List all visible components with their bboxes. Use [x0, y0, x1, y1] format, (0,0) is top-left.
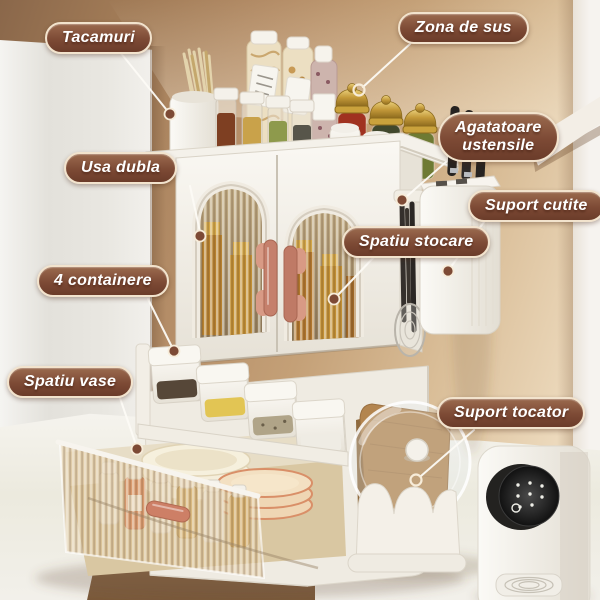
callout-text-line1: Agatatoare [455, 119, 542, 136]
top-shelf-items [169, 30, 438, 180]
leader-containere [147, 298, 173, 348]
callout-text-line2: ustensile [462, 136, 535, 154]
power-button-icon [511, 503, 521, 513]
leader-agatatoare [405, 161, 447, 198]
callout-spatiu-stocare: Spatiu stocare [342, 226, 491, 258]
leader-usa-dubla [189, 185, 201, 233]
counter-edge [87, 496, 319, 570]
seasoning-containers [135, 343, 349, 467]
callout-text: Zona de sus [415, 19, 512, 36]
endpoint-containere [167, 344, 181, 358]
callout-suport-tocator: Suport tocator [437, 397, 586, 429]
leader-suport-tocator [420, 429, 475, 477]
endpoint-spatiu-stocare [327, 292, 341, 306]
callout-suport-cutite: Suport cutite [468, 190, 600, 222]
seasoning-box [291, 398, 348, 458]
lid-knob [405, 438, 429, 462]
endpoint-suport-cutite [441, 264, 455, 278]
callout-tacamuri: Tacamuri [45, 22, 152, 54]
callout-text: Usa dubla [81, 159, 161, 176]
callout-text: 4 containere [54, 272, 152, 289]
utensil-handle [399, 199, 407, 323]
door-handles [256, 239, 306, 323]
left-door-window [192, 180, 270, 338]
pillar-edge-shadow [150, 46, 166, 432]
speckled-bottle [310, 45, 338, 149]
callout-4-containere: 4 containere [37, 265, 169, 297]
endpoint-spatiu-vase [130, 442, 144, 456]
leader-zona-de-sus [362, 43, 411, 88]
leader-spatiu-vase [119, 397, 137, 446]
callout-agatatoare-ustensile: Agatatoare ustensile [438, 112, 559, 162]
cabinet-middle [175, 140, 423, 366]
callout-text: Spatiu vase [24, 373, 117, 390]
panel-buttons [516, 481, 544, 509]
leader-tacamuri [119, 51, 171, 115]
callout-text: Tacamuri [62, 29, 135, 46]
drawer-handle [145, 500, 191, 523]
drip-tray [495, 573, 563, 597]
pullout-drawer [55, 428, 346, 580]
stand-base [347, 553, 467, 573]
endpoint-tacamuri [163, 107, 177, 121]
leader-spatiu-stocare [336, 256, 375, 297]
cutting-board-stand [347, 400, 472, 573]
endpoint-agatatoare [395, 193, 409, 207]
endpoint-usa-dubla [193, 229, 207, 243]
callout-usa-dubla: Usa dubla [64, 152, 178, 184]
water-dispenser [477, 445, 591, 600]
callout-zona-de-sus: Zona de sus [398, 12, 529, 44]
endpoint-suport-tocator [409, 473, 423, 487]
utensil-handle [409, 201, 417, 333]
callout-spatiu-vase: Spatiu vase [7, 366, 134, 398]
callout-text: Suport cutite [485, 197, 588, 214]
endpoint-zona-de-sus [352, 83, 366, 97]
callout-text: Suport tocator [454, 404, 569, 421]
door-bottom-shadow [175, 343, 401, 366]
callout-text: Spatiu stocare [359, 233, 474, 250]
